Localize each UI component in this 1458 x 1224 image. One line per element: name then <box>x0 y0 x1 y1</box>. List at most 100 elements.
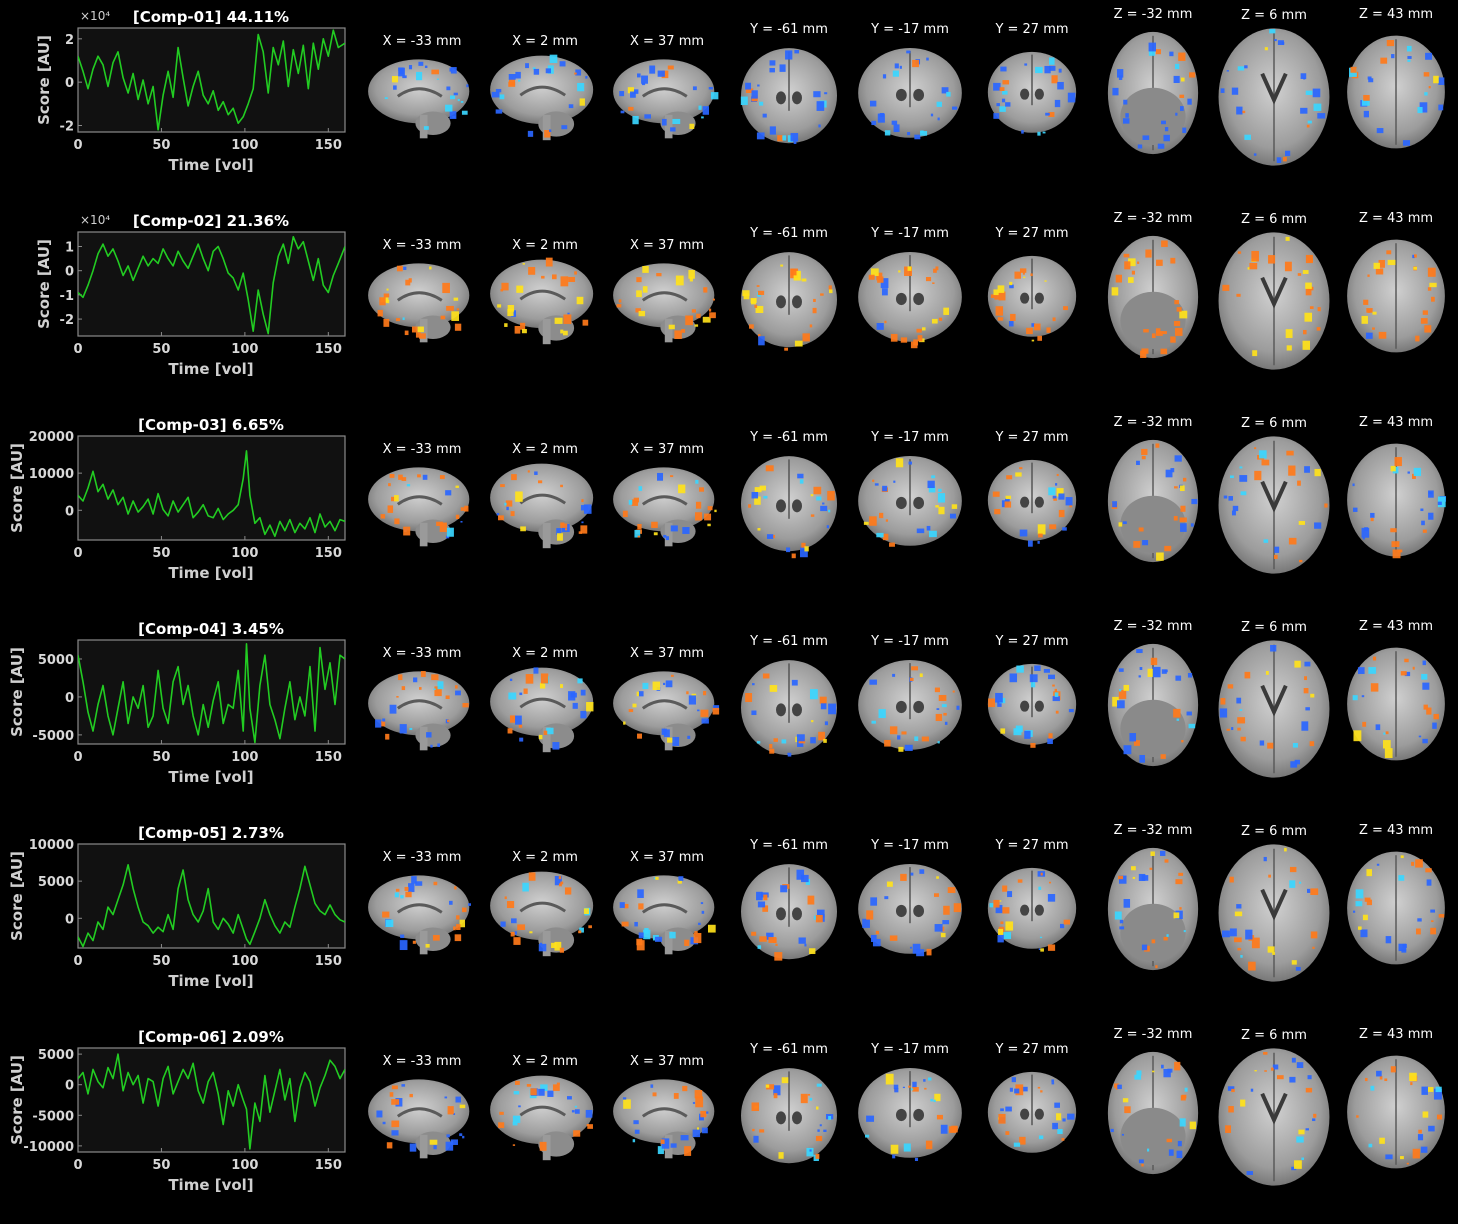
negative-activation-blob <box>912 943 921 954</box>
corpus-callosum <box>641 699 688 710</box>
positive-activation-blob <box>557 533 563 541</box>
x-tick-label: 0 <box>73 954 82 969</box>
positive-activation-blob <box>632 703 637 708</box>
negative-activation-blob <box>702 106 709 115</box>
negative-activation-blob <box>923 1079 926 1082</box>
positive-activation-blob <box>429 1139 438 1145</box>
positive-activation-blob <box>819 696 827 704</box>
ventricle <box>895 1108 907 1122</box>
positive-activation-blob <box>1364 1077 1368 1082</box>
negative-activation-blob <box>880 278 889 289</box>
negative-activation-blob <box>453 92 458 96</box>
positive-activation-blob <box>667 737 675 743</box>
positive-activation-blob <box>884 320 887 324</box>
negative-activation-blob <box>1413 467 1422 477</box>
negative-activation-blob <box>751 90 758 99</box>
positive-activation-blob <box>1140 350 1147 358</box>
negative-activation-blob <box>1227 1086 1235 1091</box>
positive-activation-blob <box>1353 730 1362 742</box>
positive-activation-blob <box>507 728 513 734</box>
negative-activation-blob <box>751 491 759 499</box>
positive-activation-blob <box>895 458 904 468</box>
positive-activation-blob <box>1155 443 1160 448</box>
positive-activation-blob <box>439 522 447 532</box>
positive-activation-blob <box>1309 306 1314 309</box>
positive-activation-blob <box>1234 937 1242 943</box>
positive-activation-blob <box>379 297 386 306</box>
positive-activation-blob <box>1308 258 1313 263</box>
positive-activation-blob <box>456 308 460 311</box>
positive-activation-blob <box>1189 1121 1196 1130</box>
negative-activation-blob <box>446 86 451 91</box>
positive-activation-blob <box>758 334 761 338</box>
negative-activation-blob <box>1147 1148 1150 1152</box>
negative-activation-blob <box>1314 522 1322 529</box>
positive-activation-blob <box>1049 524 1057 530</box>
positive-activation-blob <box>870 268 879 276</box>
positive-activation-blob <box>500 288 504 292</box>
positive-activation-blob <box>904 266 913 276</box>
negative-activation-blob <box>552 742 560 750</box>
negative-activation-blob <box>1367 76 1372 80</box>
positive-activation-blob <box>1037 335 1043 341</box>
positive-activation-blob <box>1367 310 1371 313</box>
axis-exponent-label: ×10⁴ <box>80 9 110 23</box>
negative-activation-blob <box>546 727 554 735</box>
positive-activation-blob <box>453 297 459 301</box>
positive-activation-blob <box>1123 253 1130 258</box>
positive-activation-blob <box>745 693 753 702</box>
positive-activation-blob <box>1254 470 1262 481</box>
ventricle <box>1034 496 1044 508</box>
negative-activation-blob <box>1406 45 1412 52</box>
negative-activation-blob <box>1420 508 1424 512</box>
ventricle <box>776 703 786 717</box>
positive-activation-blob <box>636 277 642 283</box>
positive-activation-blob <box>745 88 754 93</box>
positive-activation-blob <box>446 305 454 311</box>
brainstem <box>664 114 673 139</box>
positive-activation-blob <box>934 687 940 693</box>
negative-activation-blob <box>665 680 673 688</box>
negative-activation-blob <box>1024 730 1031 739</box>
negative-activation-blob <box>1274 546 1280 553</box>
slice-label: Z = 6 mm <box>1241 620 1307 635</box>
negative-activation-blob <box>670 525 678 532</box>
negative-activation-blob <box>828 509 831 513</box>
y-tick-label: -2 <box>60 120 74 135</box>
negative-activation-blob <box>1231 87 1239 95</box>
negative-activation-blob <box>1368 667 1377 674</box>
positive-activation-blob <box>380 514 386 519</box>
negative-activation-blob <box>445 535 450 539</box>
negative-activation-blob <box>1177 1140 1182 1147</box>
negative-activation-blob <box>752 683 755 686</box>
positive-activation-blob <box>661 70 669 79</box>
positive-activation-blob <box>953 903 962 913</box>
positive-activation-blob <box>391 496 397 502</box>
negative-activation-blob <box>1352 695 1358 701</box>
positive-activation-blob <box>1179 517 1187 523</box>
brain-slice <box>490 257 594 345</box>
negative-activation-blob <box>561 125 568 130</box>
negative-activation-blob <box>914 1157 919 1162</box>
negative-activation-blob <box>891 120 898 125</box>
negative-activation-blob <box>515 71 521 79</box>
positive-activation-blob <box>889 726 898 735</box>
positive-activation-blob <box>1364 897 1371 902</box>
negative-activation-blob <box>1401 948 1407 953</box>
negative-activation-blob <box>882 74 887 79</box>
y-tick-label: 0 <box>65 691 74 706</box>
positive-activation-blob <box>1406 1162 1409 1165</box>
negative-activation-blob <box>933 1099 936 1103</box>
positive-activation-blob <box>455 485 459 488</box>
positive-activation-blob <box>694 1090 703 1099</box>
ventricle <box>792 1111 802 1125</box>
positive-activation-blob <box>395 888 400 892</box>
positive-activation-blob <box>623 721 626 725</box>
positive-activation-blob <box>707 506 713 511</box>
brain-slice <box>858 456 962 547</box>
slice-label: Y = 27 mm <box>995 838 1069 853</box>
positive-activation-blob <box>498 1122 505 1129</box>
